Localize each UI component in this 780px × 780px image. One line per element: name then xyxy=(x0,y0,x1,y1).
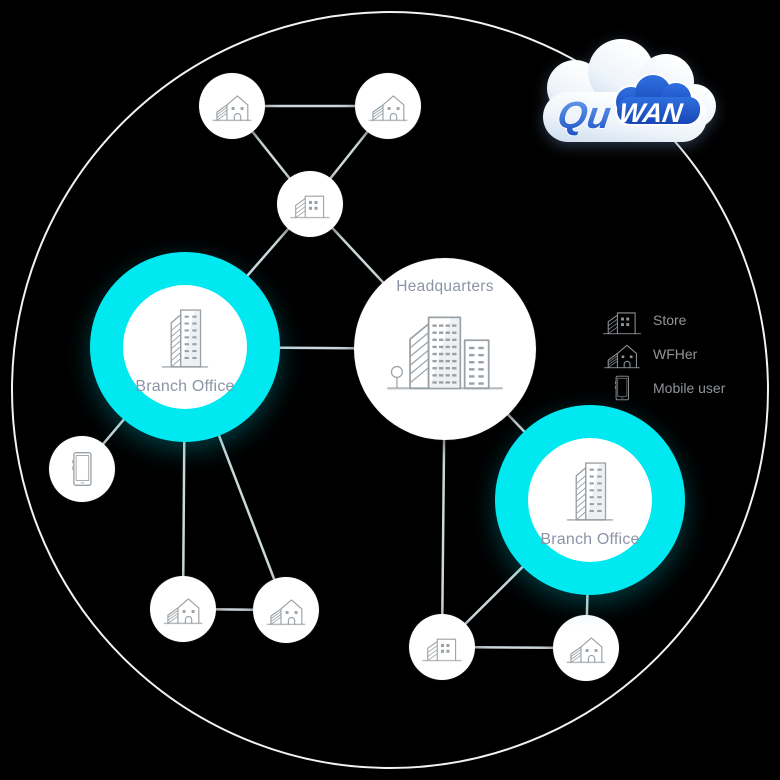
legend-item-mobile-user: Mobile user xyxy=(600,371,725,405)
legend-label: WFHer xyxy=(653,346,698,362)
wfher-icon xyxy=(160,591,206,627)
store-icon xyxy=(420,630,464,664)
wfher-icon xyxy=(563,630,609,666)
node-headquarters: Headquarters xyxy=(354,258,536,440)
node-wfher-bottom-right xyxy=(553,615,619,681)
legend-label: Mobile user xyxy=(653,380,726,396)
network-boundary-circle xyxy=(11,11,769,769)
branch-office-label: Branch Office xyxy=(540,531,640,548)
logo-text-qu: Qu xyxy=(555,94,614,137)
branch-office-building-icon xyxy=(557,451,623,525)
headquarters-label: Headquarters xyxy=(396,278,494,295)
wfher-icon xyxy=(365,88,411,124)
legend-item-store: Store xyxy=(600,303,725,337)
node-wfher-bottom-left-1 xyxy=(150,576,216,642)
node-branch-office-left: Branch Office xyxy=(123,285,247,409)
branch-office-label: Branch Office xyxy=(135,378,235,395)
headquarters-building-icon xyxy=(386,303,504,395)
node-mobile-user xyxy=(49,436,115,502)
store-icon xyxy=(600,304,644,337)
node-store-bottom xyxy=(409,614,475,680)
mobile-user-icon xyxy=(600,372,644,404)
quwan-logo: Qu WAN xyxy=(543,39,716,142)
store-icon xyxy=(288,187,332,221)
wan-cloud xyxy=(616,75,700,124)
node-branch-office-right: Branch Office xyxy=(528,438,652,562)
wfher-icon xyxy=(209,88,255,124)
node-wfher-top-left xyxy=(199,73,265,139)
legend: Store WFHer Mobile user xyxy=(600,303,725,405)
legend-item-wfher: WFHer xyxy=(600,337,725,371)
node-wfher-bottom-left-2 xyxy=(253,577,319,643)
legend-label: Store xyxy=(653,312,687,328)
branch-office-right-ring: Branch Office xyxy=(495,405,685,595)
wfher-icon xyxy=(600,338,644,371)
branch-office-building-icon xyxy=(152,298,218,372)
branch-office-left-ring: Branch Office xyxy=(90,252,280,442)
logo-text-wan: WAN xyxy=(617,97,686,128)
wfher-icon xyxy=(263,592,309,628)
node-store-top xyxy=(277,171,343,237)
node-wfher-top-right xyxy=(355,73,421,139)
mobile-user-icon xyxy=(64,447,100,491)
